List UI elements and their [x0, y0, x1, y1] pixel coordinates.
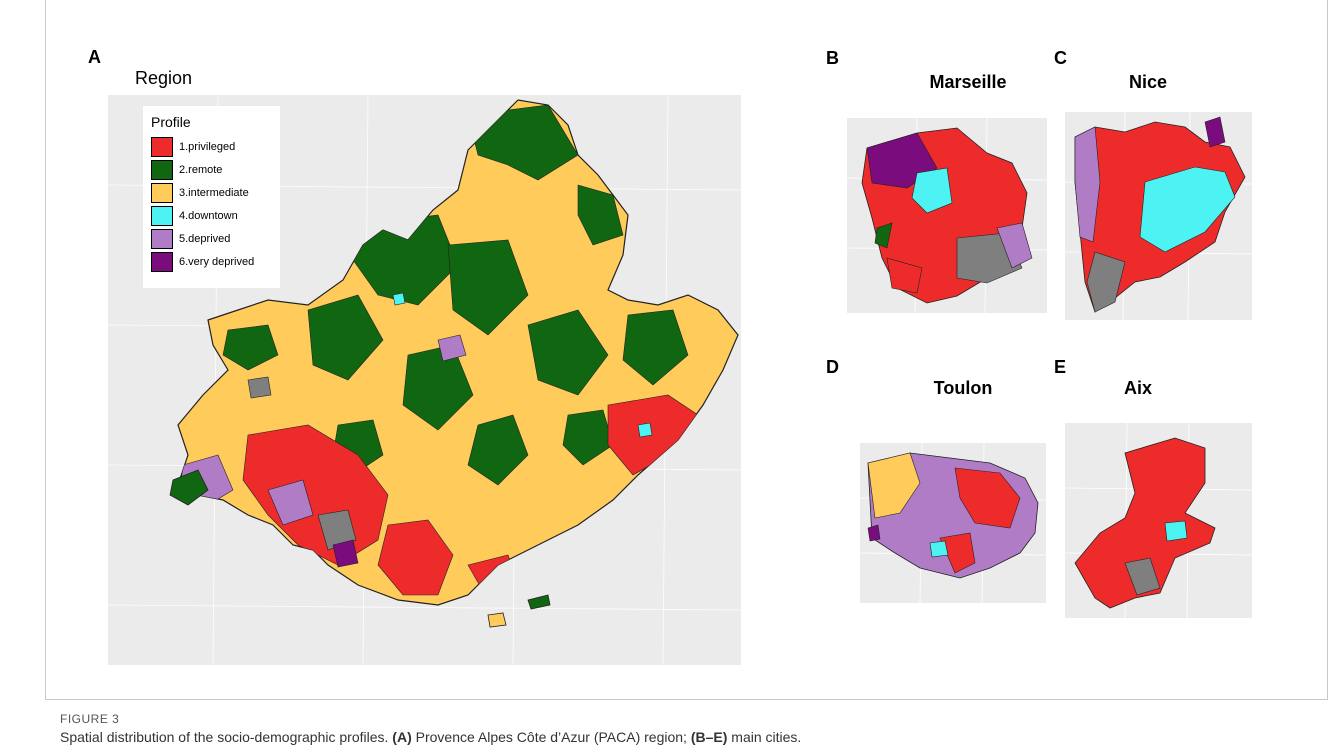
legend-label: 2.remote: [179, 164, 223, 176]
caption-part: main cities.: [727, 729, 802, 745]
aix-area: [1074, 437, 1216, 609]
caption-part: Provence Alpes Côte d’Azur (PACA) region…: [411, 729, 691, 745]
toulon-map: [860, 443, 1046, 603]
legend-item-remote: 2.remote: [151, 159, 222, 181]
legend-swatch: [151, 183, 173, 203]
panel-d-title: Toulon: [933, 378, 993, 398]
caption-part-bold: (A): [392, 729, 412, 745]
marseille-map: [847, 118, 1047, 313]
nice-map: [1065, 112, 1252, 320]
nice-deprived: [1074, 126, 1101, 243]
legend-item-privileged: 1.privileged: [151, 136, 235, 158]
nice-missing: [1086, 251, 1126, 313]
figure-label: FIGURE 3: [60, 712, 120, 726]
panel-c-letter: C: [1054, 48, 1067, 68]
nice-very-deprived: [1204, 116, 1226, 148]
legend-swatch: [151, 252, 173, 272]
toulon-intermediate: [867, 452, 921, 519]
toulon-privileged-south: [939, 532, 976, 574]
panel-b-letter: B: [826, 48, 839, 68]
legend-title: Profile: [151, 114, 191, 130]
region-communes: [179, 104, 699, 601]
marseille-remote: [874, 222, 893, 249]
legend-item-intermediate: 3.intermediate: [151, 182, 249, 204]
toulon-privileged: [954, 467, 1021, 529]
nice-downtown: [1139, 166, 1236, 253]
marseille-map-svg: [847, 118, 1047, 313]
legend-label: 3.intermediate: [179, 187, 249, 199]
legend-swatch: [151, 160, 173, 180]
toulon-downtown: [929, 540, 949, 558]
island: [527, 594, 551, 610]
panel-a-title: Region: [135, 68, 193, 88]
aix-map: [1065, 423, 1252, 618]
aix-downtown: [1164, 520, 1188, 542]
panel-e-title: Aix: [1123, 378, 1152, 398]
legend-label: 1.privileged: [179, 141, 236, 153]
legend-item-very-deprived: 6.very deprived: [151, 251, 254, 273]
aix-map-svg: [1065, 423, 1252, 618]
legend-item-downtown: 4.downtown: [151, 205, 238, 227]
legend-item-deprived: 5.deprived: [151, 228, 230, 250]
panel-e-letter: E: [1054, 357, 1067, 377]
legend-swatch: [151, 229, 173, 249]
figure-caption: Spatial distribution of the socio-demogr…: [60, 729, 801, 745]
nice-map-svg: [1065, 112, 1252, 320]
legend-label: 4.downtown: [179, 210, 238, 222]
legend-swatch: [151, 206, 173, 226]
legend-swatch: [151, 137, 173, 157]
legend-label: 5.deprived: [179, 233, 231, 245]
figure-frame: [45, 0, 1328, 700]
toulon-map-svg: [860, 443, 1046, 603]
panel-d-letter: D: [826, 357, 839, 377]
toulon-very-deprived: [867, 524, 881, 542]
caption-part-bold: (B–E): [690, 729, 728, 745]
caption-part: Spatial distribution of the socio-demogr…: [60, 729, 393, 745]
marseille-deprived: [996, 222, 1033, 269]
panel-b-title: Marseille: [929, 72, 1007, 92]
panel-c-title: Nice: [1128, 72, 1168, 92]
island: [487, 612, 507, 628]
aix-missing: [1124, 557, 1161, 596]
marseille-privileged: [886, 257, 923, 294]
marseille-downtown: [911, 167, 953, 214]
region-map-svg: [108, 95, 741, 665]
panel-a-letter: A: [88, 47, 101, 67]
remote-patch-west: [169, 469, 209, 506]
profile-legend: Profile 1.privileged 2.remote 3.intermed…: [143, 106, 280, 288]
legend-label: 6.very deprived: [179, 256, 255, 268]
